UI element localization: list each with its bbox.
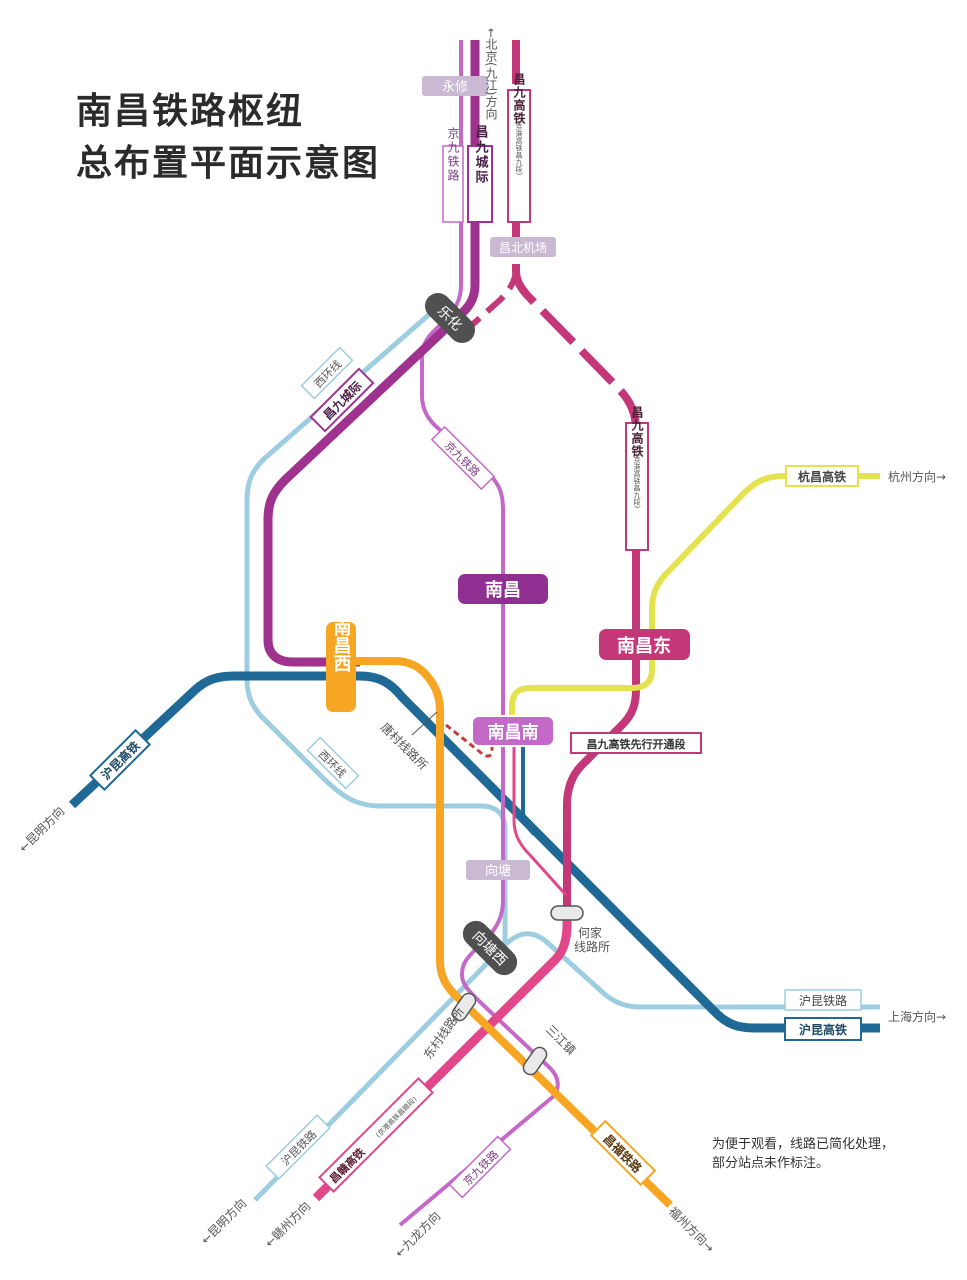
hejia-junction-marker [550,905,584,921]
label-changfu: 昌福铁路 [589,1119,657,1187]
hukun-rail-west-loop [244,303,508,945]
label-hukun-hsr-left: 沪昆高铁 [88,728,152,792]
label-hangchang: 杭昌高铁 [785,465,859,487]
label-hukun-hsr-right: 沪昆高铁 [784,1017,862,1041]
svg-text:沪昆铁路: 沪昆铁路 [799,993,847,1008]
label-jingjiu-top: 京九铁路 [442,127,464,223]
hukun-hsr-spur [521,730,536,836]
label-changjiu-hsr-mid: 昌九高铁 (京港高铁昌九段) [625,406,649,551]
label-jingjiu-mid: 京九铁路 [430,425,496,491]
direction-jiulong: ←九龙方向 [392,1208,444,1260]
sanjiang-label: 三江镇 [543,1022,578,1057]
direction-ganzhou: ←赣州方向 [262,1198,314,1250]
hukun-hsr-line [68,671,880,1033]
station-xiangtang-west[interactable]: 向塘西 [457,915,522,980]
map-title-line1: 南昌铁路枢纽 [76,91,305,132]
svg-text:沪昆高铁: 沪昆高铁 [799,1022,847,1037]
note-line1: 为便于观看，线路已简化处理， [712,1137,895,1152]
station-nanchang[interactable]: 南昌 [458,574,548,604]
svg-text:杭昌高铁: 杭昌高铁 [798,469,846,484]
station-yongxiu-label: 永修 [442,80,468,95]
station-nanchang-south-label: 南昌南 [488,722,539,743]
station-changbei-airport-label: 昌北机场 [499,241,547,255]
tangcun-label: 唐村线路所 [378,720,431,773]
tangcun-tick [411,711,438,736]
label-hukun-rail-left: 沪昆铁路 [265,1114,331,1180]
label-xihuan-bottom: 西环线 [306,736,360,790]
tangcun-link [445,723,494,758]
svg-text:昌九高铁: 昌九高铁 [512,73,526,125]
station-yongxiu[interactable]: 永修 [422,76,488,96]
station-changbei-airport[interactable]: 昌北机场 [490,237,556,257]
station-xiangtang-label: 向塘 [485,863,511,879]
station-nanchang-east-label: 南昌东 [617,635,671,657]
changjiu-hsr-airport-spur [453,267,519,343]
direction-fuzhou: 福州方向→ [666,1204,718,1256]
direction-kunming-left: ←昆明方向 [16,803,68,855]
hangchang-hsr-line [509,473,880,720]
label-jingjiu-bottom: 京九铁路 [448,1135,512,1199]
label-changjiu-intercity-top: 昌九城际 [467,125,493,223]
rail-lines [68,40,880,1227]
svg-text:京九铁路: 京九铁路 [446,127,460,183]
direction-hangzhou: 杭州方向→ [888,469,946,484]
label-changjiu-first: 昌九高铁先行开通段 [570,732,702,754]
dongcun-junction-marker [451,992,477,1022]
svg-text:昌九高铁: 昌九高铁 [630,406,644,458]
direction-kunming-bottom: ←昆明方向 [198,1195,250,1247]
station-nanchang-label: 南昌 [485,579,521,601]
map-title-line2: 总布置平面示意图 [76,143,381,184]
changjiu-intercity-line [263,40,480,667]
station-nanchang-south[interactable]: 南昌南 [471,715,555,747]
changgan-hsr-line [312,912,572,1202]
note-line2: 部分站点未作标注。 [712,1156,830,1171]
hejia-label-1: 何家 [578,925,602,940]
label-changgan: 昌赣高铁 (京港高铁昌赣段) [318,1077,434,1193]
svg-text:(京港高铁昌九段): (京港高铁昌九段) [515,121,523,176]
station-xiangtang[interactable]: 向塘 [466,860,530,880]
svg-text:昌九高铁先行开通段: 昌九高铁先行开通段 [587,737,686,751]
station-nanchang-east[interactable]: 南昌东 [599,629,690,660]
direction-beijing: ←北京(九江)方向 [484,28,498,119]
station-nanchang-west-label: 南昌西 [331,617,352,672]
hukun-rail-line [253,931,880,1202]
station-nanchang-west[interactable]: 南昌西 [326,617,356,712]
svg-text:(京港高铁昌九段): (京港高铁昌九段) [633,454,641,509]
sanjiang-junction-marker [522,1046,548,1076]
hejia-label: 线路所 [574,939,610,954]
changgan-to-south [512,745,568,897]
label-hukun-rail-right: 沪昆铁路 [784,989,862,1011]
svg-text:昌九城际: 昌九城际 [473,125,490,185]
label-changjiu-hsr-top: 昌九高铁 (京港高铁昌九段) [507,73,531,223]
direction-shanghai: 上海方向→ [888,1009,946,1024]
changfu-rail-line [345,657,673,1208]
